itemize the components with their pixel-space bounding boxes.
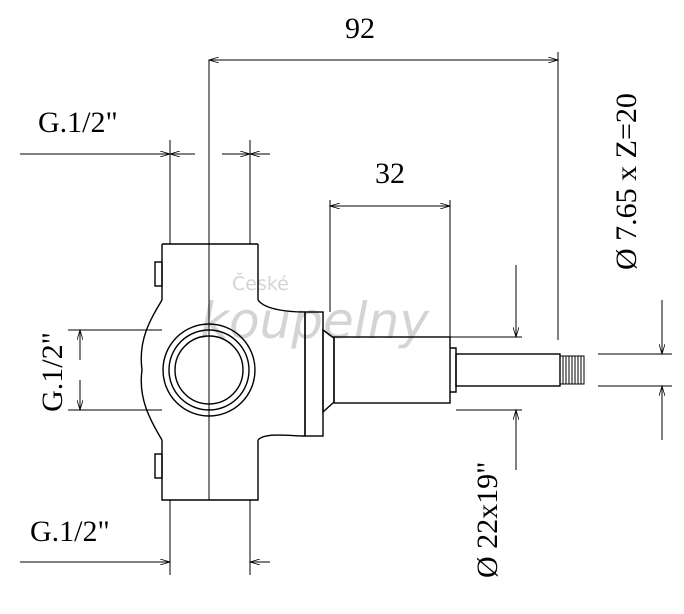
dim-spindle	[598, 300, 672, 440]
dim-thread-top-label: G.1/2"	[38, 106, 118, 139]
dim-stem-length	[330, 200, 450, 337]
dim-thread-left-label: G.1/2"	[36, 332, 69, 412]
dim-sleeve-label: Ø 22x19"	[471, 462, 504, 578]
spindle	[455, 353, 561, 387]
dim-thread-bottom-label: G.1/2"	[30, 515, 110, 548]
dim-thread-bottom	[20, 500, 270, 575]
dim-overall-length-label: 92	[345, 12, 375, 45]
watermark-small: České	[232, 271, 289, 295]
dim-spindle-label: Ø 7.65 x Z=20	[610, 93, 643, 270]
dim-sleeve	[450, 265, 522, 470]
watermark-large: koupelny	[200, 292, 430, 350]
spline-tip	[559, 355, 585, 385]
dim-stem-length-label: 32	[375, 157, 405, 190]
dim-thread-left	[68, 330, 162, 410]
dim-overall-length	[209, 52, 558, 340]
dim-thread-top	[20, 140, 270, 244]
inlet-port	[162, 323, 256, 417]
